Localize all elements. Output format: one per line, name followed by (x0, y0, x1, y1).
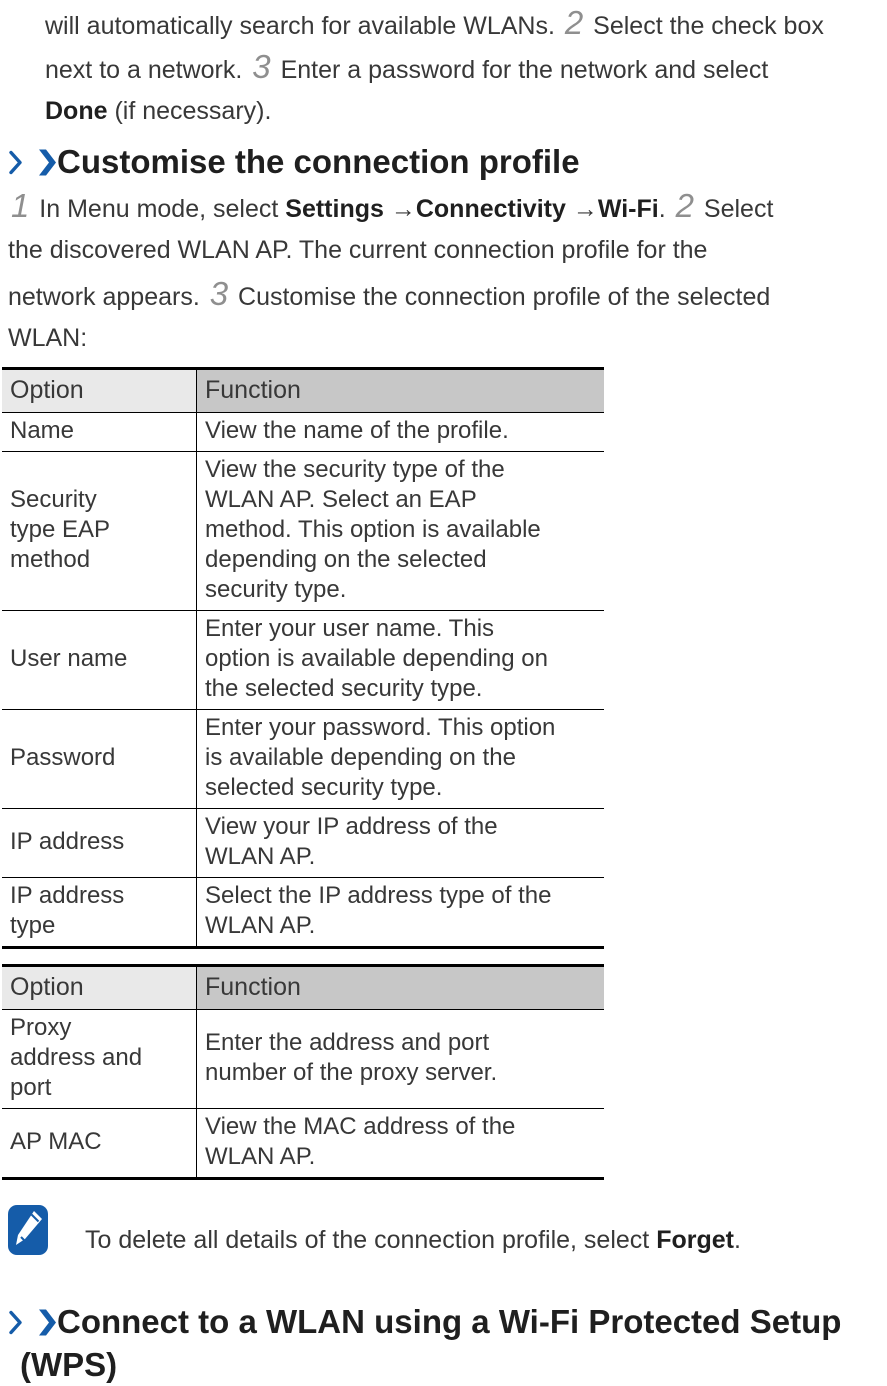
function-cell: View the security type of the WLAN AP. S… (196, 451, 604, 611)
option-cell: IP address (2, 808, 197, 878)
table-row: AP MAC View the MAC address of the WLAN A… (2, 1108, 604, 1179)
steps-paragraph: 1 In Menu mode, select Settings →Connect… (8, 184, 773, 360)
heading-title-wrap: (WPS) (20, 1346, 118, 1383)
text-line: Done (if necessary). (45, 89, 824, 133)
text-run: Select the check box (586, 12, 824, 40)
option-cell: Security type EAP method (2, 451, 197, 611)
text-run: Enter a password for the network and sel… (273, 56, 769, 84)
text-run: (if necessary). (107, 97, 272, 125)
step-number: 2 (675, 187, 694, 224)
text-run: . (658, 195, 673, 223)
chevron-heavy-icon (39, 148, 56, 177)
heading-line: Customise the connection profile (8, 140, 580, 184)
heading-line: Connect to a WLAN using a Wi-Fi Protecte… (8, 1300, 841, 1344)
section-heading-wps: Connect to a WLAN using a Wi-Fi Protecte… (8, 1300, 841, 1386)
text-run: Done (45, 97, 108, 125)
heading-title: Customise the connection profile (57, 143, 580, 180)
column-header: Function (196, 368, 604, 413)
text-line: the discovered WLAN AP. The current conn… (8, 228, 773, 272)
chevron-thin-icon (8, 1309, 23, 1336)
option-cell: Name (2, 412, 197, 452)
note: To delete all details of the connection … (7, 1204, 741, 1261)
text-line: 1 In Menu mode, select Settings →Connect… (8, 184, 773, 228)
text-line: WLAN: (8, 316, 773, 360)
function-cell: View the MAC address of the WLAN AP. (196, 1108, 604, 1179)
text-run: Connectivity (415, 195, 566, 223)
chevron-heavy-icon (39, 1308, 56, 1337)
step-number: 1 (11, 187, 30, 224)
text-run: To delete all details of the connection … (85, 1226, 657, 1254)
text-line: next to a network. 3 Enter a password fo… (45, 45, 824, 89)
option-cell: Proxy address and port (2, 1009, 197, 1109)
text-run: . (733, 1226, 741, 1254)
intro-paragraph: will automatically search for available … (45, 1, 824, 133)
option-cell: User name (2, 610, 197, 710)
function-cell: Select the IP address type of the WLAN A… (196, 877, 604, 948)
text-run: the discovered WLAN AP. The current conn… (8, 236, 708, 264)
note-text: To delete all details of the connection … (85, 1225, 741, 1255)
function-cell: Enter the address and port number of the… (196, 1009, 604, 1109)
text-run: Forget (656, 1226, 734, 1254)
option-cell: AP MAC (10, 1128, 102, 1155)
text-run: → (565, 195, 598, 223)
option-cell: Password (2, 709, 197, 809)
table-row: IP address type Select the IP address typ… (2, 877, 604, 948)
step-number: 2 (564, 4, 584, 41)
heading-title: Connect to a WLAN using a Wi-Fi Protecte… (57, 1303, 842, 1340)
option-cell: IP address type (10, 882, 125, 939)
function-cell: View the name of the profile. (196, 412, 604, 452)
text-run: network appears. (8, 283, 207, 311)
column-header: Option (2, 368, 197, 413)
text-line: will automatically search for available … (45, 1, 824, 45)
chevron-thin-icon (8, 149, 23, 176)
text-run: next to a network. (45, 56, 250, 84)
text-run: Settings (285, 195, 384, 223)
note-pencil-icon (7, 1204, 49, 1261)
text-run: will automatically search for available … (45, 12, 562, 40)
text-run: → (383, 195, 416, 223)
text-run: In Menu mode, select (32, 195, 286, 223)
text-run: WLAN: (8, 324, 88, 352)
function-cell: Enter your user name. This option is ava… (196, 610, 604, 710)
text-run: Customise the connection profile of the … (231, 283, 771, 311)
text-run: Wi-Fi (597, 195, 659, 223)
column-header: Option (2, 965, 197, 1010)
column-header: Function (196, 965, 604, 1010)
step-number: 3 (252, 48, 271, 85)
text-line: network appears. 3 Customise the connect… (8, 272, 773, 316)
function-cell: View your IP address of the WLAN AP. (196, 808, 604, 878)
step-number: 3 (209, 275, 229, 312)
section-heading-customise: Customise the connection profile (8, 140, 580, 184)
function-cell: Enter your password. This option is avai… (196, 709, 604, 809)
text-run: Select (696, 195, 774, 223)
